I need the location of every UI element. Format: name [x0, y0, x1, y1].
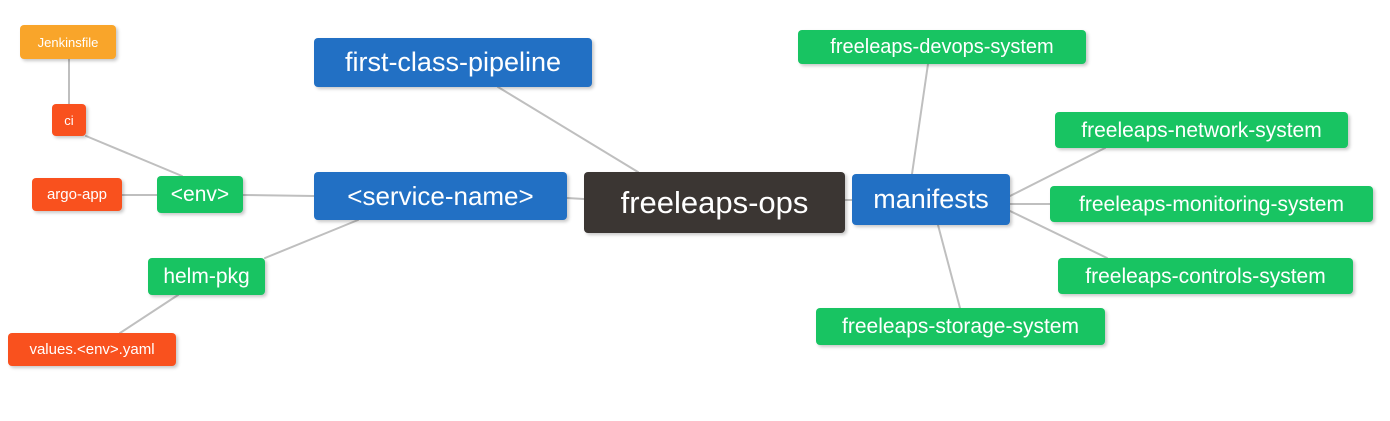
node-label-jenkinsfile: Jenkinsfile — [37, 34, 99, 50]
node-jenkinsfile[interactable]: Jenkinsfile — [20, 25, 116, 59]
node-service-name[interactable]: <service-name> — [314, 172, 567, 220]
node-freeleaps-controls-system[interactable]: freeleaps-controls-system — [1058, 258, 1353, 294]
node-values-yaml[interactable]: values.<env>.yaml — [8, 333, 176, 366]
node-freeleaps-network-system[interactable]: freeleaps-network-system — [1055, 112, 1348, 148]
node-first-class-pipeline[interactable]: first-class-pipeline — [314, 38, 592, 87]
node-label-manifests: manifests — [873, 184, 989, 214]
edge-helm-pkg-to-values-yaml — [119, 294, 179, 334]
node-freeleaps-monitoring-system[interactable]: freeleaps-monitoring-system — [1050, 186, 1373, 222]
node-argo-app[interactable]: argo-app — [32, 178, 122, 211]
node-label-argo-app: argo-app — [46, 186, 108, 203]
node-label-freeleaps-network-system: freeleaps-network-system — [1081, 118, 1322, 142]
edge-freeleaps-devops-system-to-manifests — [911, 63, 929, 175]
edge-service-name-to-helm-pkg — [264, 219, 359, 259]
node-label-freeleaps-devops-system: freeleaps-devops-system — [830, 36, 1054, 58]
node-env[interactable]: <env> — [157, 176, 243, 213]
node-label-freeleaps-ops: freeleaps-ops — [620, 185, 809, 220]
node-label-service-name: <service-name> — [347, 181, 534, 211]
node-helm-pkg[interactable]: helm-pkg — [148, 258, 265, 295]
node-label-ci: ci — [64, 112, 74, 128]
node-label-env: <env> — [170, 183, 230, 206]
node-label-freeleaps-controls-system: freeleaps-controls-system — [1085, 264, 1326, 288]
edge-env-to-service-name — [242, 194, 315, 197]
edge-manifests-to-freeleaps-storage-system — [937, 224, 961, 309]
node-label-freeleaps-storage-system: freeleaps-storage-system — [842, 315, 1079, 338]
node-label-values-yaml: values.<env>.yaml — [29, 341, 155, 358]
edge-service-name-to-freeleaps-ops — [566, 197, 585, 200]
node-label-helm-pkg: helm-pkg — [163, 265, 250, 288]
node-freeleaps-devops-system[interactable]: freeleaps-devops-system — [798, 30, 1086, 64]
node-label-freeleaps-monitoring-system: freeleaps-monitoring-system — [1079, 192, 1344, 216]
node-label-first-class-pipeline: first-class-pipeline — [344, 47, 562, 77]
edge-ci-to-env — [85, 135, 183, 177]
node-ci[interactable]: ci — [52, 104, 86, 136]
node-manifests[interactable]: manifests — [852, 174, 1010, 225]
node-freeleaps-ops[interactable]: freeleaps-ops — [584, 172, 845, 233]
node-freeleaps-storage-system[interactable]: freeleaps-storage-system — [816, 308, 1105, 345]
edge-first-class-pipeline-to-freeleaps-ops — [497, 86, 639, 173]
